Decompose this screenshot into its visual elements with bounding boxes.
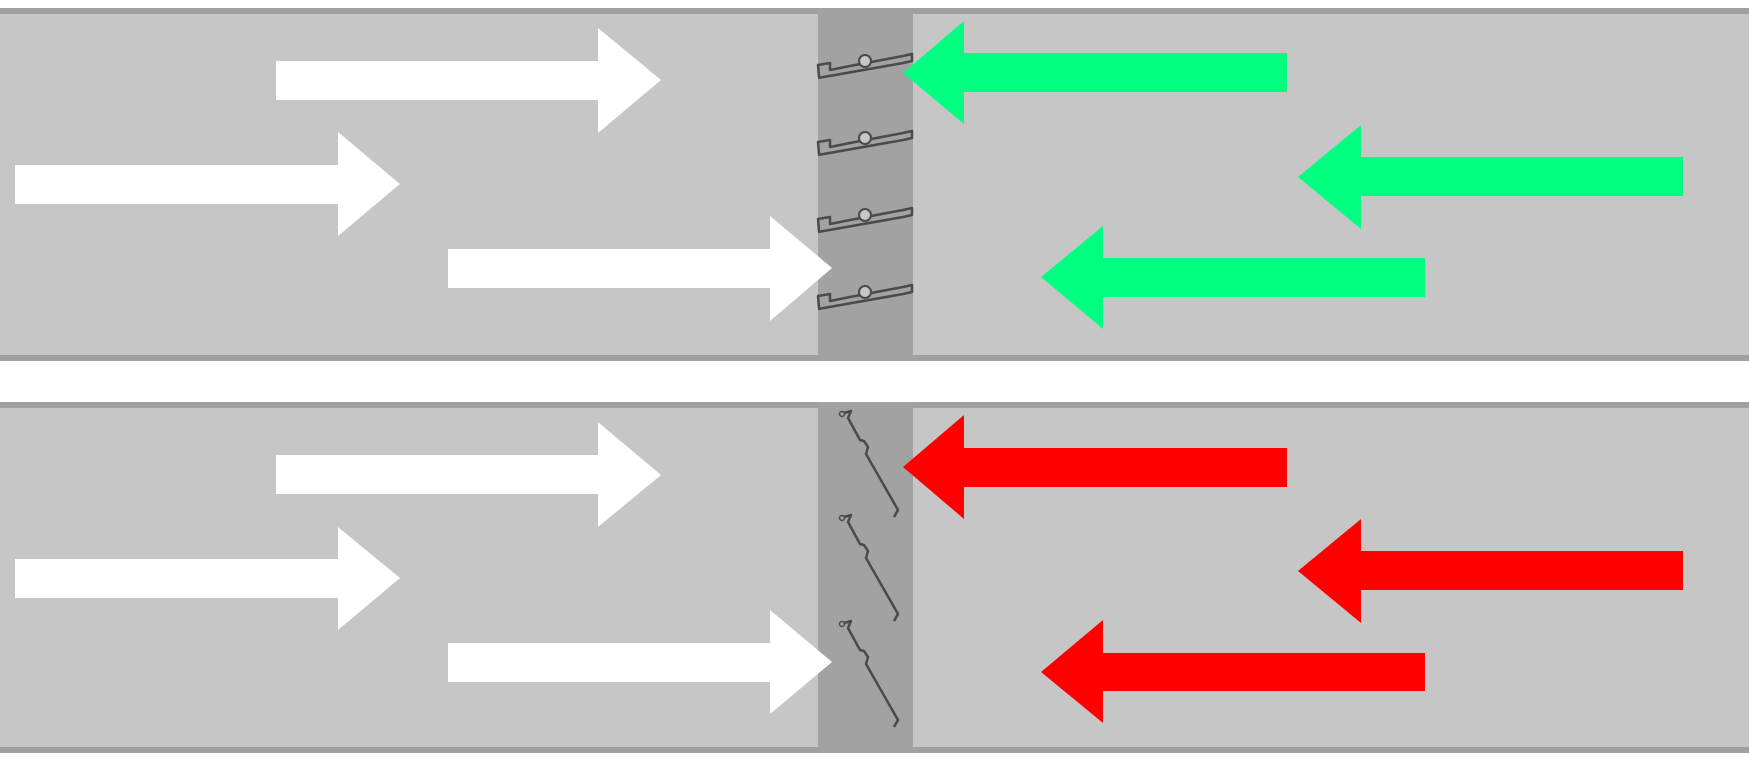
incoming-arrow — [15, 527, 400, 630]
passed-arrow — [1041, 226, 1425, 329]
incoming-arrow — [448, 610, 832, 714]
incoming-arrow — [448, 216, 832, 321]
bottom-membrane-band — [818, 402, 913, 753]
incoming-arrow — [276, 422, 661, 527]
closed-zigzag-seal-icon — [816, 129, 914, 157]
flap-group — [838, 409, 900, 728]
closed-zigzag-seal-icon — [816, 283, 914, 311]
passed-arrow — [1298, 125, 1683, 229]
closed-zigzag-seal-icon — [816, 206, 914, 234]
incoming-arrow — [276, 28, 661, 133]
blocked-arrow — [1041, 620, 1425, 723]
open-flap-icon — [838, 619, 900, 728]
blocked-arrow — [1298, 519, 1683, 623]
passed-arrow — [903, 21, 1287, 124]
bottom-panel — [0, 402, 1749, 753]
blocked-arrow — [903, 415, 1287, 519]
top-panel — [0, 8, 1749, 361]
seal-group — [816, 52, 914, 311]
open-flap-icon — [838, 409, 900, 518]
open-flap-icon — [838, 513, 900, 622]
incoming-arrow — [15, 132, 400, 236]
closed-zigzag-seal-icon — [816, 52, 914, 80]
